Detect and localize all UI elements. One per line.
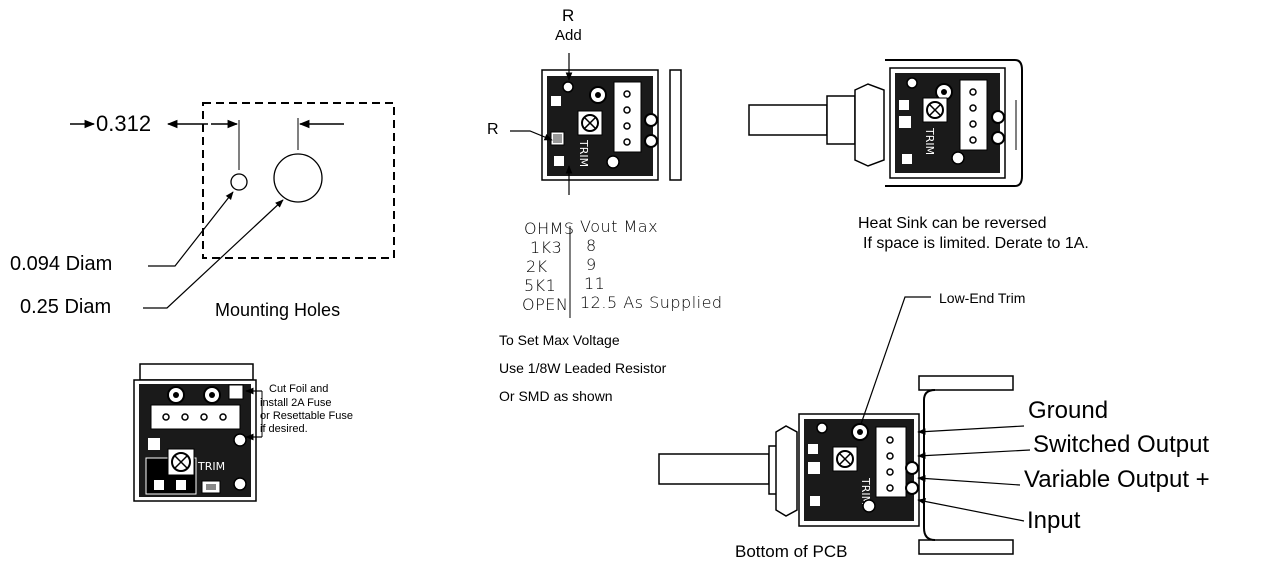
fuse-note-line-3: or Resettable Fuse: [260, 410, 353, 422]
pcb-bottom-caption: Bottom of PCB: [735, 542, 848, 561]
resistor-top-label: R: [562, 6, 575, 25]
table-header-vout: Vout Max: [580, 217, 659, 236]
mounting-holes-drawing: [70, 102, 395, 309]
pin-label-switched-output: Switched Output: [1033, 431, 1210, 458]
svg-text:TRIM: TRIM: [197, 460, 225, 473]
fuse-note-line-2: install 2A Fuse: [260, 397, 332, 409]
table-vout-3: 11: [584, 274, 606, 293]
small-hole: [230, 173, 248, 191]
pin-label-ground: Ground: [1028, 397, 1109, 424]
low-end-trim-label: Low-End Trim: [939, 290, 1026, 306]
fuse-note-line-1: Cut Foil and: [269, 383, 329, 395]
resistor-board: TRIM: [510, 53, 682, 195]
pcb-bottom-board: TRIM: [658, 296, 1031, 555]
table-ohms-4: OPEN: [522, 295, 569, 314]
table-ohms-2: 2K: [526, 257, 548, 276]
table-header-ohms: OHMS: [524, 219, 575, 238]
heatsink-note-2: If space is limited. Derate to 1A.: [863, 235, 1089, 252]
heatsink-note-1: Heat Sink can be reversed: [858, 215, 1047, 232]
large-hole: [273, 153, 323, 203]
dimension-value: 0.312: [96, 111, 152, 136]
resistor-note-1: To Set Max Voltage: [499, 332, 620, 348]
pin-label-input: Input: [1027, 507, 1081, 534]
table-vout-2: 9: [586, 255, 597, 274]
table-vout-4: 12.5 As Supplied: [580, 293, 723, 312]
mounting-outline: [202, 102, 395, 259]
table-ohms-1: 1K3: [530, 238, 563, 257]
resistor-add-label: Add: [555, 27, 582, 44]
small-hole-label: 0.094 Diam: [10, 253, 113, 275]
resistor-side-label: R: [487, 121, 499, 138]
table-vout-1: 8: [586, 236, 597, 255]
svg-text:TRIM: TRIM: [923, 127, 936, 155]
fuse-note-line-4: if desired.: [260, 423, 308, 435]
large-hole-label: 0.25 Diam: [20, 296, 112, 318]
mounting-caption: Mounting Holes: [215, 300, 341, 320]
leader-small-hole: [148, 191, 234, 267]
resistor-note-2: Use 1/8W Leaded Resistor: [499, 360, 667, 376]
svg-text:TRIM: TRIM: [859, 477, 872, 505]
fuse-board: TRIM: [133, 363, 263, 502]
resistor-note-3: Or SMD as shown: [499, 388, 613, 404]
heatsink-board: TRIM: [748, 59, 1023, 187]
svg-text:TRIM: TRIM: [577, 139, 590, 167]
table-ohms-3: 5K1: [524, 276, 557, 295]
leader-large-hole: [143, 199, 284, 309]
pin-label-variable-output: Variable Output +: [1024, 466, 1210, 493]
